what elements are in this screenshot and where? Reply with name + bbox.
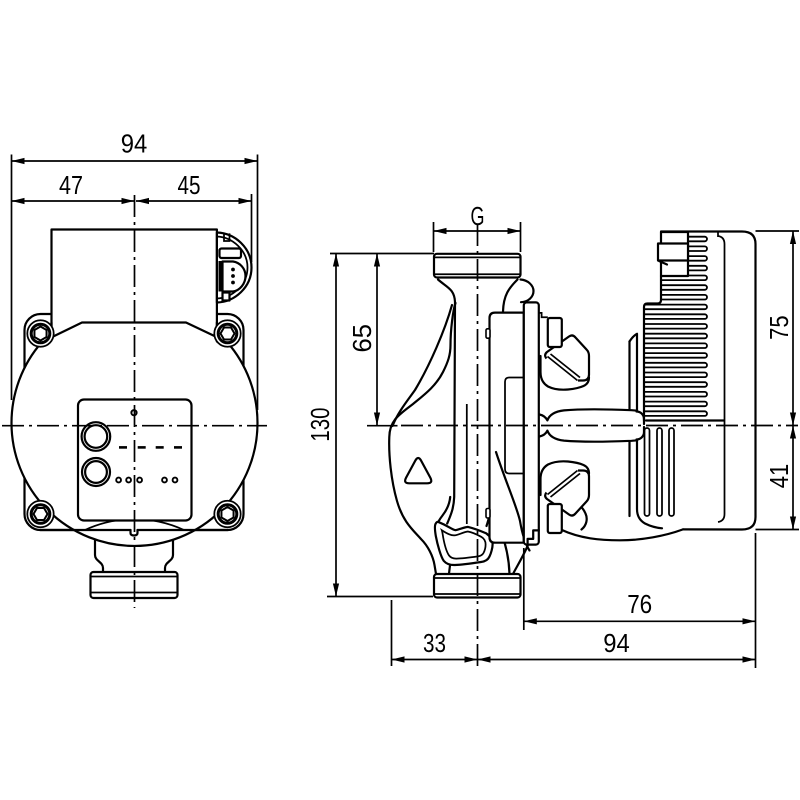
svg-text:65: 65	[349, 324, 377, 353]
svg-text:41: 41	[766, 464, 794, 489]
svg-text:G: G	[471, 203, 485, 231]
svg-text:130: 130	[307, 408, 335, 442]
svg-text:94: 94	[603, 630, 630, 658]
svg-text:94: 94	[121, 131, 148, 159]
svg-text:76: 76	[627, 591, 652, 619]
svg-text:45: 45	[178, 172, 201, 200]
svg-text:47: 47	[59, 172, 83, 200]
svg-text:75: 75	[766, 315, 794, 340]
svg-text:33: 33	[423, 630, 446, 658]
